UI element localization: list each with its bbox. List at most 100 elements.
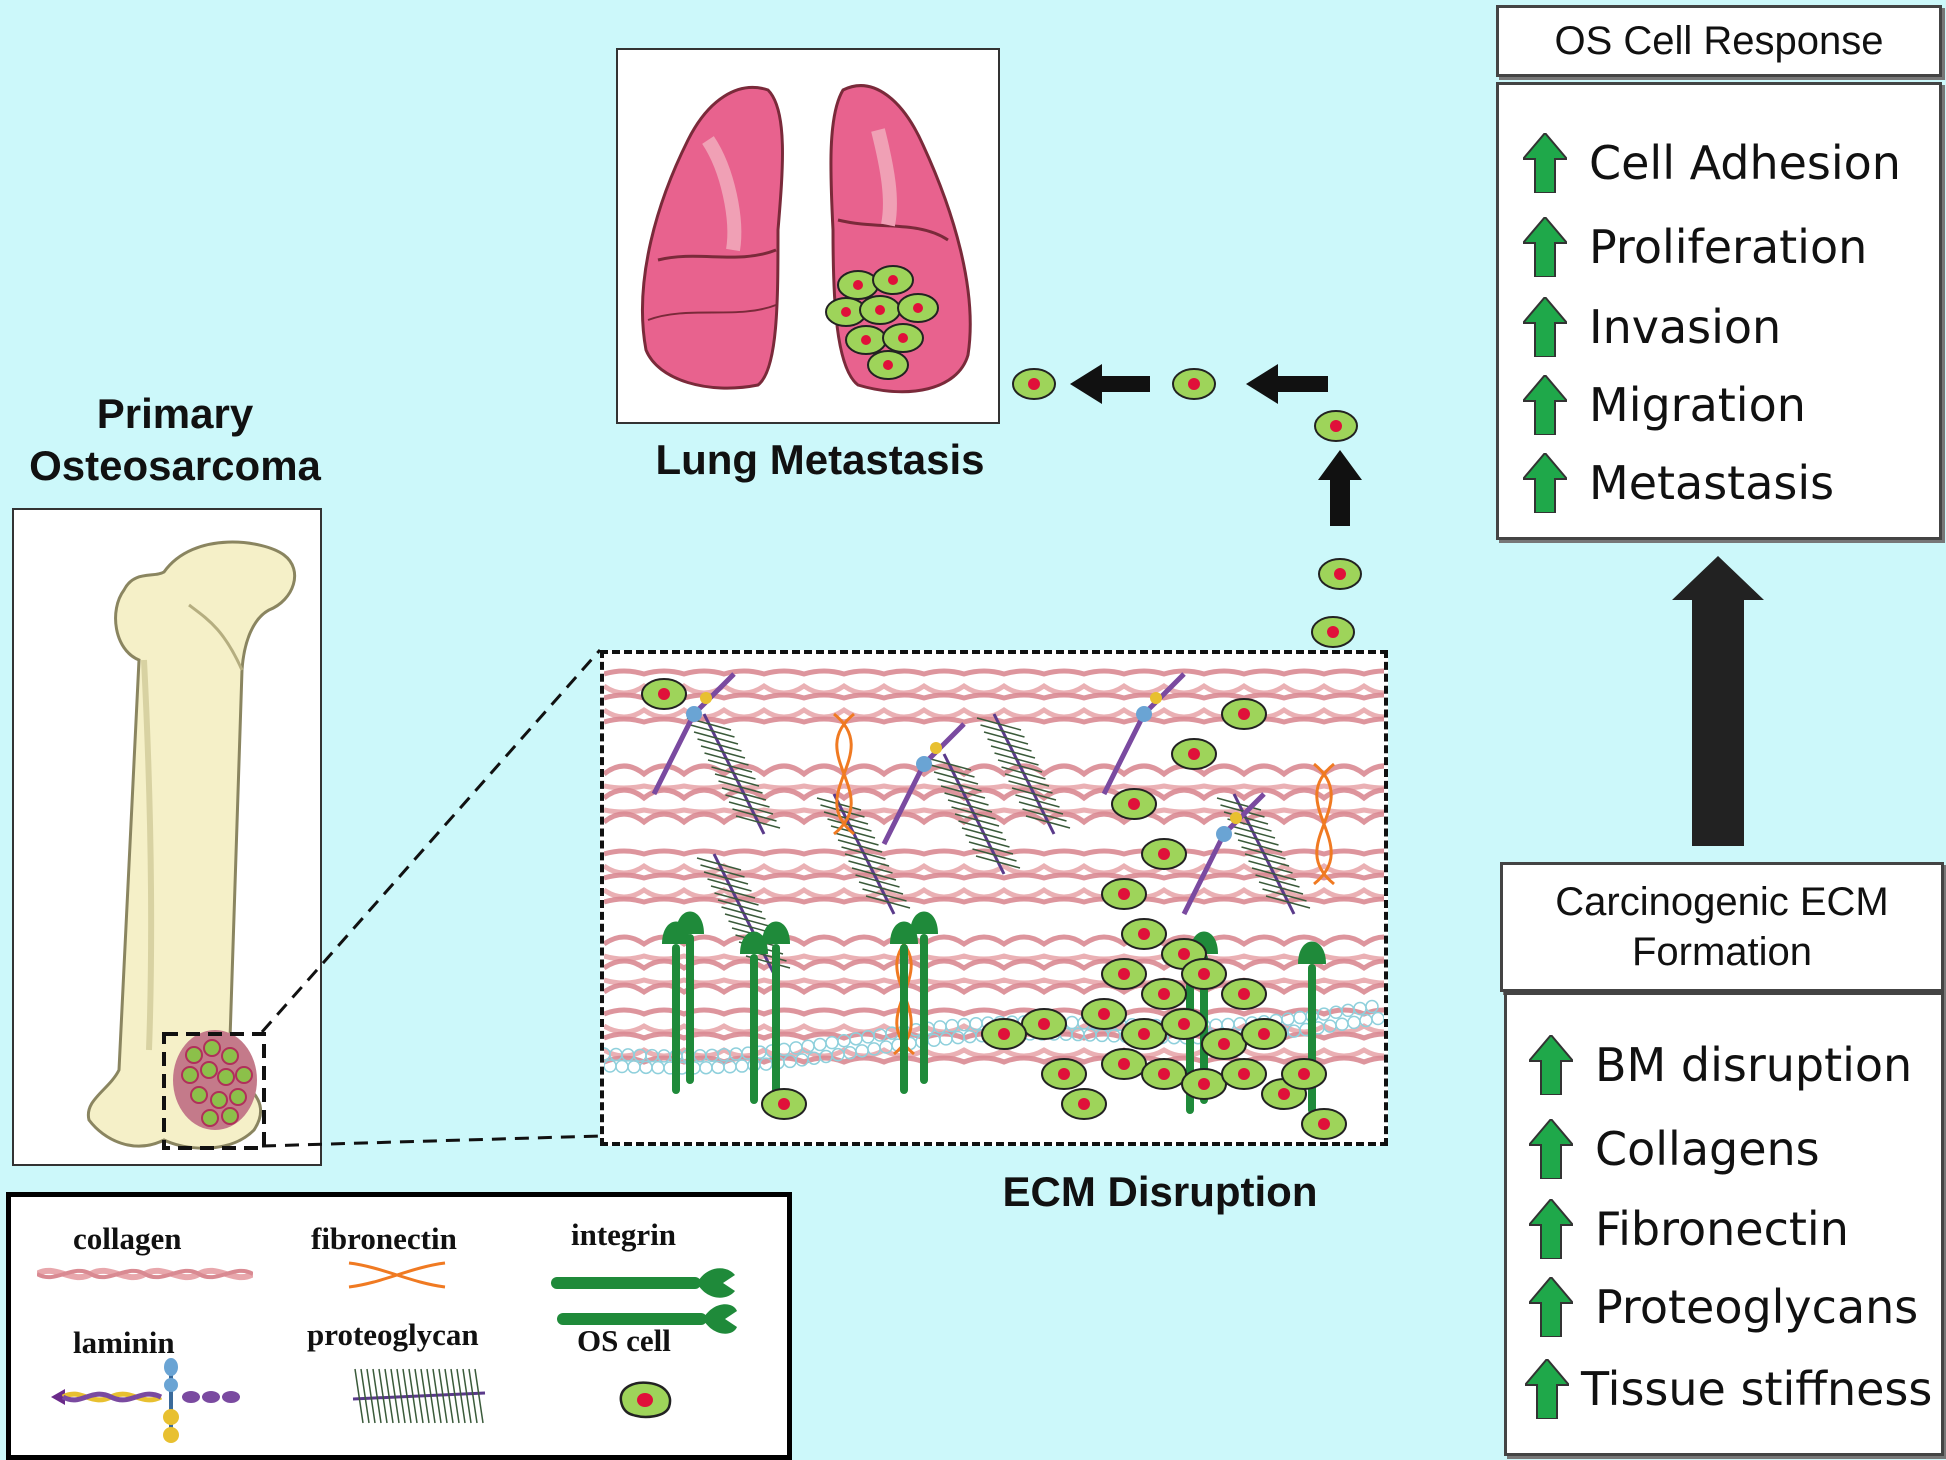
proteoglycan-side-chain	[1258, 881, 1304, 895]
proteoglycan-side-chain	[724, 913, 770, 927]
primary-title-line1: Primary	[96, 390, 254, 437]
proteoglycan-side-chain	[1011, 787, 1057, 801]
proteoglycan-side-chain	[710, 885, 756, 899]
proteoglycan-side-chain	[1018, 801, 1064, 815]
proteoglycan-side-chain	[732, 808, 777, 822]
collagen-fiber	[604, 953, 1384, 962]
os-cell-nucleus	[658, 688, 670, 700]
proteoglycan-side-chain	[961, 827, 1007, 841]
os-response-item: Invasion	[1523, 297, 1781, 357]
legend-label-integrin: integrin	[571, 1217, 677, 1252]
proteoglycan-side-chain	[858, 881, 904, 895]
carcinogenic-item: BM disruption	[1529, 1035, 1912, 1095]
proteoglycan-side-chain	[1262, 888, 1307, 902]
integrin-head	[1298, 941, 1326, 964]
collagen-fiber	[604, 783, 1384, 791]
proteoglycan-side-chain	[980, 724, 1025, 738]
green-up-arrow-icon	[1529, 1199, 1573, 1259]
proteoglycan-side-chain	[947, 799, 993, 813]
proteoglycan-side-chain	[450, 1368, 460, 1424]
os-cell-nucleus	[1238, 1068, 1250, 1080]
proteoglycan-core	[702, 713, 766, 835]
proteoglycan-side-chain	[862, 888, 907, 902]
os-cell-nucleus	[1128, 798, 1140, 810]
os-cell-nucleus	[1278, 1088, 1290, 1100]
os-cell-nucleus	[1318, 1118, 1330, 1130]
os-cell-nucleus	[1138, 928, 1150, 940]
collagen-fiber	[604, 682, 1384, 696]
proteoglycan-side-chain	[707, 878, 752, 892]
proteoglycan-side-chain	[944, 792, 989, 806]
black-arrow-left-1	[1070, 364, 1150, 404]
proteoglycan-side-chain	[820, 804, 865, 818]
proteoglycan-side-chain	[728, 801, 774, 815]
proteoglycan-side-chain	[1022, 808, 1067, 822]
femur-illustration	[86, 540, 297, 1150]
green-up-arrow-icon	[1523, 297, 1567, 357]
laminin-node	[1150, 692, 1162, 704]
integrin-stalk	[920, 934, 928, 1084]
proteoglycan-side-chain	[468, 1368, 478, 1424]
basement-membrane-bead	[711, 1060, 725, 1075]
os-cell-nucleus	[1078, 1098, 1090, 1110]
os-cell-nucleus	[1158, 848, 1170, 860]
laminin-legend-icon	[51, 1358, 240, 1443]
os-cell-nucleus	[1038, 1018, 1050, 1030]
os-cell-nucleus	[1198, 1078, 1210, 1090]
black-arrow-left-2	[1246, 364, 1328, 404]
metastatic-cells	[825, 265, 939, 380]
proteoglycan-side-chain	[1255, 874, 1300, 888]
os-cell-nucleus	[1098, 1008, 1110, 1020]
proteoglycan-side-chain	[937, 778, 982, 792]
primary-title-line2: Osteosarcoma	[29, 442, 321, 489]
carcinogenic-item: Tissue stiffness	[1525, 1359, 1932, 1419]
basement-membrane-bead	[723, 1060, 737, 1074]
integrin-stalk	[1308, 964, 1316, 1114]
os-response-list: Cell Adhesion Proliferation Invasion Mig…	[1496, 82, 1942, 540]
green-up-arrow-icon	[1529, 1035, 1573, 1095]
proteoglycan-side-chain	[1223, 811, 1269, 825]
integrin-stalk	[900, 944, 908, 1094]
proteoglycan-side-chain	[940, 785, 986, 799]
proteoglycan-side-chain	[1244, 853, 1290, 867]
tumor-mass	[173, 1030, 257, 1130]
proteoglycan-side-chain	[855, 874, 900, 888]
carcinogenic-list: BM disruption Collagens Fibronectin Prot…	[1504, 992, 1944, 1456]
lung-metastasis-title: Lung Metastasis	[655, 436, 985, 483]
proteoglycan-side-chain	[444, 1368, 454, 1424]
proteoglycan-side-chain	[1251, 867, 1297, 881]
basement-membrane-bead	[1347, 1015, 1361, 1030]
integrin-stalk	[750, 954, 758, 1104]
os-cell-nucleus	[1118, 1058, 1130, 1070]
proteoglycan-side-chain	[958, 820, 1003, 834]
collagen-fiber	[604, 716, 1384, 725]
proteoglycan-side-chain	[997, 759, 1043, 773]
os-response-label: Migration	[1589, 378, 1806, 432]
proteoglycan-side-chain	[396, 1368, 406, 1424]
proteoglycan-side-chain	[844, 853, 890, 867]
proteoglycan-side-chain	[1265, 895, 1311, 909]
integrin-stalk	[772, 944, 780, 1094]
proteoglycan-side-chain	[976, 717, 1022, 731]
proteoglycan-side-chain	[693, 731, 739, 745]
fibronectin-strand	[833, 712, 855, 836]
os-cell-nucleus	[1178, 948, 1190, 960]
legend-box: collagen fibronectin integrin laminin pr…	[6, 1192, 792, 1460]
proteoglycan-side-chain	[865, 895, 911, 909]
proteoglycan-side-chain	[704, 752, 749, 766]
proteoglycan-side-chain	[721, 906, 766, 920]
collagen-fiber	[604, 848, 1384, 857]
carcinogenic-label: Collagens	[1595, 1122, 1820, 1176]
os-response-item: Cell Adhesion	[1523, 133, 1901, 193]
proteoglycan-side-chain	[848, 860, 893, 874]
primary-osteosarcoma-title: Primary Osteosarcoma	[0, 388, 350, 492]
integrin-head	[910, 911, 938, 934]
collagen-fiber	[604, 977, 1384, 986]
carcinogenic-item: Fibronectin	[1529, 1199, 1849, 1259]
proteoglycan-side-chain	[926, 757, 972, 771]
basement-membrane-bead	[1335, 1017, 1349, 1032]
black-arrow-up	[1318, 450, 1362, 526]
os-response-item: Proliferation	[1523, 217, 1867, 277]
proteoglycan-side-chain	[690, 724, 735, 738]
